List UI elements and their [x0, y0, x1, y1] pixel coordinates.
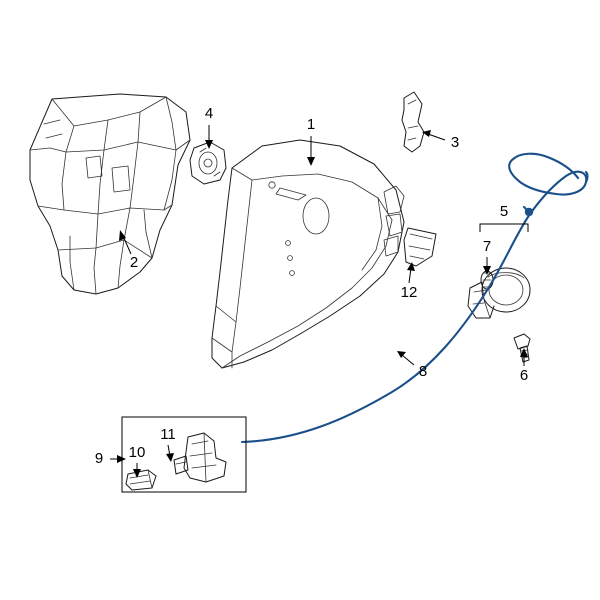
- part-quarter-panel-inner: [29, 93, 191, 295]
- callout-label-12: 12: [401, 284, 418, 301]
- callout-label-8: 8: [419, 363, 427, 380]
- part-screw-bolt: [513, 333, 531, 363]
- part-fuel-filler-door: [467, 267, 531, 319]
- part-quarter-panel-outer: [211, 139, 405, 369]
- callout-label-2: 2: [130, 254, 138, 271]
- part-bracket-upper-rear: [401, 91, 425, 153]
- callout-label-7: 7: [483, 238, 491, 255]
- callout-label-9: 9: [95, 450, 103, 467]
- part-handle-cover: [125, 469, 157, 491]
- callout-5-bracket: [479, 223, 529, 232]
- part-release-handle-assembly: [121, 416, 247, 493]
- cable-end-fitting: [524, 207, 534, 217]
- part-reinforcement-bracket: [403, 227, 437, 267]
- part-fuel-filler-housing: [189, 141, 227, 185]
- callout-label-1: 1: [307, 116, 315, 133]
- part-release-cable: [240, 152, 589, 444]
- part-release-lever: [173, 432, 227, 483]
- callout-label-5: 5: [500, 203, 508, 220]
- callout-label-3: 3: [451, 134, 459, 151]
- callout-label-6: 6: [520, 367, 528, 384]
- callout-label-11: 11: [160, 426, 176, 443]
- callout-label-10: 10: [129, 444, 146, 461]
- callout-leaders: [110, 125, 528, 478]
- callout-label-4: 4: [205, 105, 213, 122]
